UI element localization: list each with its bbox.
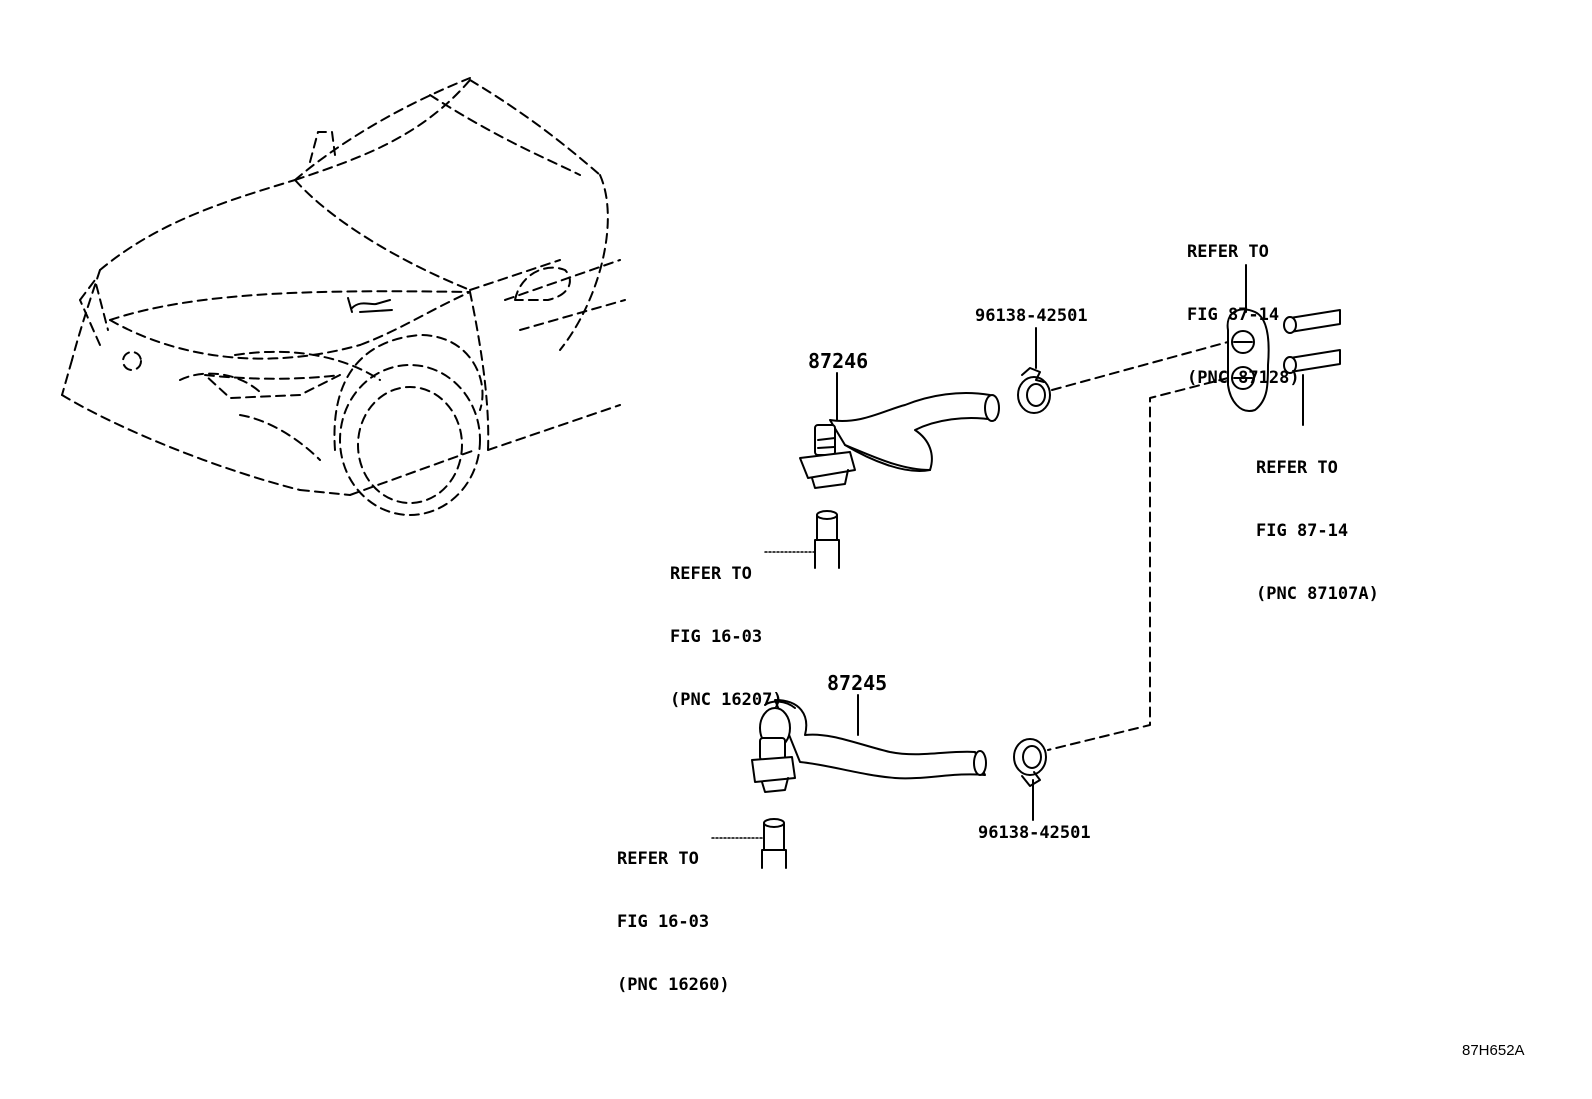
part-number-87245: 87245 [827,671,888,695]
dotted-leaders [711,551,816,839]
ref-line-2: FIG 87-14 [1256,521,1349,541]
clamp-upper [1017,367,1051,414]
front-wheel [333,334,484,516]
ref-line-3: (PNC 87128) [1187,368,1300,388]
part-number-clamp-lower: 96138-42501 [978,823,1091,843]
pipe-16260 [761,818,787,869]
hose-87245 [764,699,987,780]
reference-16207: REFER TO FIG 16-03 (PNC 16207) [670,522,783,732]
clamp-lower [1013,738,1047,787]
ref-line-1: REFER TO [1256,458,1338,478]
ref-line-3: (PNC 87107A) [1256,584,1379,604]
ref-line-3: (PNC 16207) [670,690,783,710]
grommet-87128 [1226,308,1270,412]
vehicle-outline [61,77,626,496]
pipe-16207 [814,510,840,569]
washer-nozzle-location [347,297,393,313]
pipe-ends-87107a [1283,309,1341,374]
part-number-clamp-upper: 96138-42501 [975,306,1088,326]
routing-lines [1047,341,1229,751]
ref-line-1: REFER TO [670,564,752,584]
ref-line-2: FIG 16-03 [670,627,763,647]
ref-line-1: REFER TO [617,849,699,869]
connector-87245 [751,707,796,793]
connector-87246 [799,424,856,489]
reference-16260: REFER TO FIG 16-03 (PNC 16260) [617,807,730,1017]
ref-line-1: REFER TO [1187,242,1269,262]
part-number-87246: 87246 [808,349,869,373]
leader-lines [836,264,1304,821]
ref-line-3: (PNC 16260) [617,975,730,995]
reference-87107a: REFER TO FIG 87-14 (PNC 87107A) [1256,416,1379,626]
side-mirror-outline [309,131,571,301]
headlamp-outline [79,279,341,399]
ref-line-2: FIG 87-14 [1187,305,1280,325]
diagram-code: 87H652A [1462,1042,1525,1059]
ref-line-2: FIG 16-03 [617,912,710,932]
hose-87246 [829,392,1000,472]
reference-87128: REFER TO FIG 87-14 (PNC 87128) [1187,200,1300,410]
